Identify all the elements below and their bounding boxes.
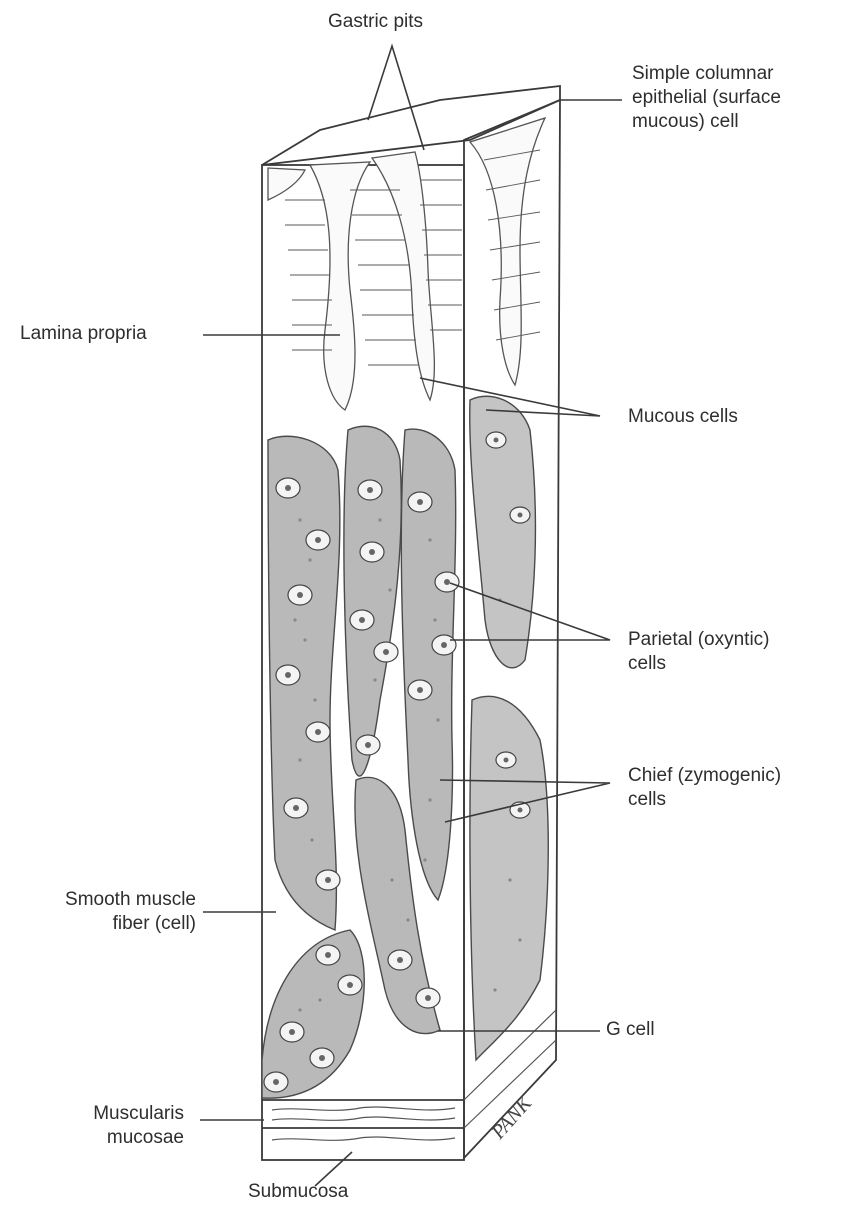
parietal-cell [338, 975, 362, 995]
parietal-cell [356, 735, 380, 755]
parietal-cell [510, 507, 530, 523]
gastric-pit-epithelium [268, 118, 545, 410]
label-simple-columnar-epithelial-cell: Simple columnar epithelial (surface muco… [632, 62, 781, 134]
glands [262, 396, 548, 1098]
pit-2 [310, 162, 370, 410]
parietal-cell [264, 1072, 288, 1092]
label-mucous-cells: Mucous cells [628, 405, 738, 429]
label-gastric-pits: Gastric pits [328, 10, 423, 34]
parietal-cell [306, 530, 330, 550]
parietal-cell [388, 950, 412, 970]
parietal-cell [432, 635, 456, 655]
gland-side-lower [470, 696, 548, 1060]
parietal-cell [496, 752, 516, 768]
parietal-cell [310, 1048, 334, 1068]
parietal-cell [360, 542, 384, 562]
label-parietal-cells: Parietal (oxyntic) cells [628, 628, 770, 676]
parietal-cell [276, 665, 300, 685]
gland-left [268, 436, 340, 930]
label-smooth-muscle-fiber: Smooth muscle fiber (cell) [10, 888, 196, 936]
label-muscularis-mucosae: Muscularis mucosae [10, 1102, 184, 1150]
parietal-cell [408, 680, 432, 700]
parietal-cell [486, 432, 506, 448]
parietal-cell [350, 610, 374, 630]
parietal-cell [316, 870, 340, 890]
parietal-cell [284, 798, 308, 818]
pit-3 [372, 152, 434, 400]
leader-gastric-pits [368, 46, 424, 150]
pit-4 [470, 118, 545, 385]
parietal-cell [276, 478, 300, 498]
parietal-cell [306, 722, 330, 742]
label-chief-cells: Chief (zymogenic) cells [628, 764, 781, 812]
parietal-cell [316, 945, 340, 965]
gland-center [344, 426, 401, 776]
parietal-cell [374, 642, 398, 662]
label-lamina-propria: Lamina propria [20, 322, 147, 346]
parietal-cell [416, 988, 440, 1008]
pit-1 [268, 168, 305, 200]
parietal-cell [358, 480, 382, 500]
label-submucosa: Submucosa [248, 1180, 348, 1204]
parietal-cell [280, 1022, 304, 1042]
parietal-cell [408, 492, 432, 512]
label-g-cell: G cell [606, 1018, 655, 1042]
parietal-cell [288, 585, 312, 605]
parietal-cell [435, 572, 459, 592]
